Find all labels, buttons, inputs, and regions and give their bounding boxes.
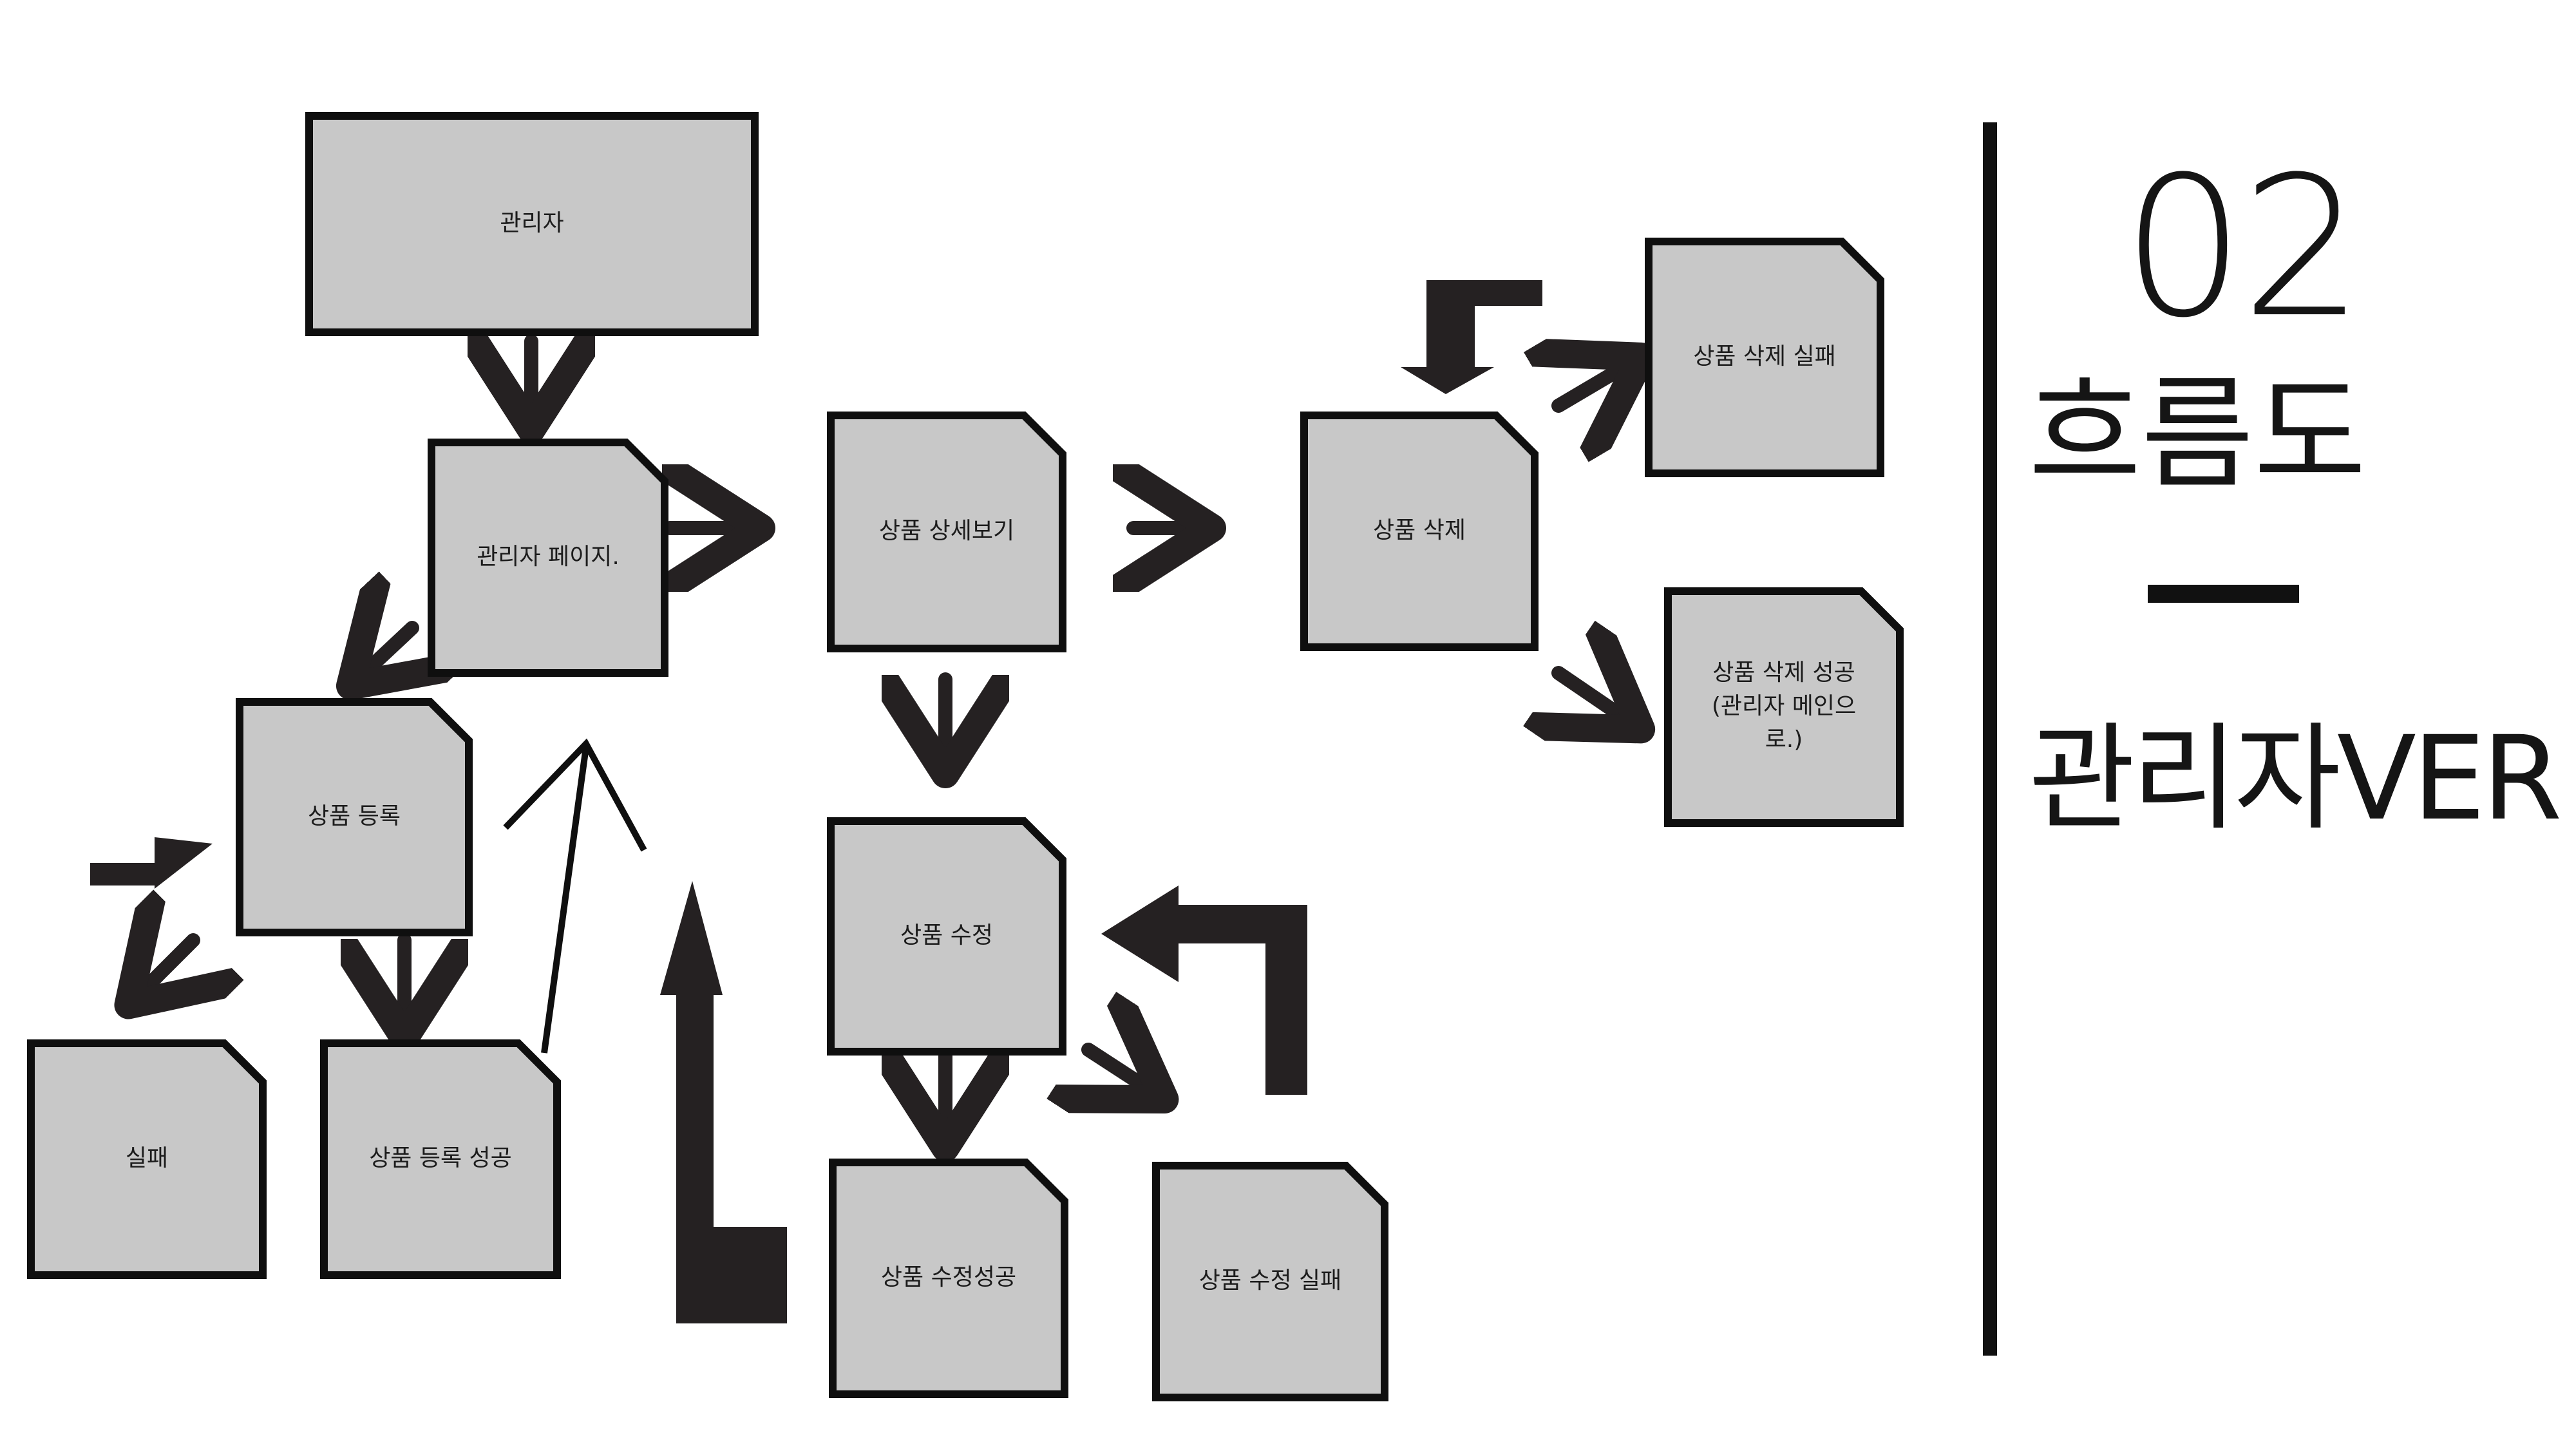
- block-arrow-delete-fail-to-product-delete: [1401, 280, 1542, 394]
- node-label: 상품 등록 성공: [369, 1145, 512, 1171]
- arrow-product-delete-to-delete-fail: [1558, 364, 1629, 406]
- node-box: [1645, 238, 1884, 477]
- node-label: 로.): [1765, 726, 1803, 753]
- node-box: [320, 1039, 561, 1279]
- block-arrow-fail-to-product-register: [58, 837, 213, 985]
- flow-node-register-success: 상품 등록 성공: [320, 1039, 561, 1279]
- node-label: 상품 등록: [308, 803, 401, 829]
- flow-node-product-register: 상품 등록: [236, 698, 473, 936]
- node-box: [27, 1039, 267, 1279]
- flow-node-edit-success: 상품 수정성공: [829, 1159, 1068, 1398]
- node-label: 실패: [126, 1145, 168, 1171]
- flow-node-product-edit: 상품 수정: [827, 817, 1066, 1056]
- node-label: 관리자 페이지.: [477, 544, 620, 570]
- node-label: 상품 수정 실패: [1199, 1267, 1342, 1294]
- flow-node-fail: 실패: [27, 1039, 267, 1279]
- block-arrow-return-to-admin-page: [660, 881, 787, 1323]
- flow-node-edit-fail: 상품 수정 실패: [1152, 1162, 1388, 1401]
- node-box: [829, 1159, 1068, 1398]
- node-label: 상품 삭제: [1373, 517, 1466, 544]
- node-box: [1152, 1162, 1388, 1401]
- node-box: [1300, 412, 1539, 651]
- node-label: (관리자 메인으: [1712, 693, 1856, 719]
- flow-node-product-detail: 상품 상세보기: [827, 412, 1066, 652]
- section-title: 흐름도: [2029, 363, 2367, 506]
- arrow-admin-page-to-product-register: [361, 628, 412, 676]
- node-box: [236, 698, 473, 936]
- flow-node-admin: 관리자: [305, 112, 759, 336]
- node-box: [305, 112, 759, 336]
- edges-layer: [58, 280, 1629, 1323]
- title-dash: [2148, 585, 2299, 603]
- flow-node-delete-fail: 상품 삭제 실패: [1645, 238, 1884, 477]
- node-label: 상품 수정성공: [881, 1264, 1016, 1291]
- arrow-product-register-to-fail: [138, 940, 193, 995]
- node-box: [827, 817, 1066, 1056]
- node-label: 상품 삭제 실패: [1693, 343, 1836, 370]
- node-box: [827, 412, 1066, 652]
- node-box: [428, 439, 668, 677]
- node-label: 상품 수정: [900, 922, 993, 949]
- arrow-product-delete-to-delete-success: [1558, 673, 1629, 721]
- flow-node-product-delete: 상품 삭제: [1300, 412, 1539, 651]
- flow-node-admin-page: 관리자 페이지.: [428, 439, 668, 677]
- section-subtitle: 관리자VER: [2029, 712, 2562, 846]
- arrow-register-success-to-admin-page: [503, 738, 647, 1054]
- block-arrow-edit-fail-to-product-edit: [1101, 886, 1307, 1095]
- node-box: [1664, 587, 1904, 827]
- node-label: 상품 삭제 성공: [1712, 659, 1855, 686]
- node-label: 상품 상세보기: [879, 518, 1014, 544]
- node-label: 관리자: [500, 210, 564, 236]
- arrow-product-edit-to-edit-fail: [1088, 1050, 1153, 1092]
- vertical-divider: [1983, 122, 1997, 1356]
- section-number: 02: [2122, 135, 2364, 360]
